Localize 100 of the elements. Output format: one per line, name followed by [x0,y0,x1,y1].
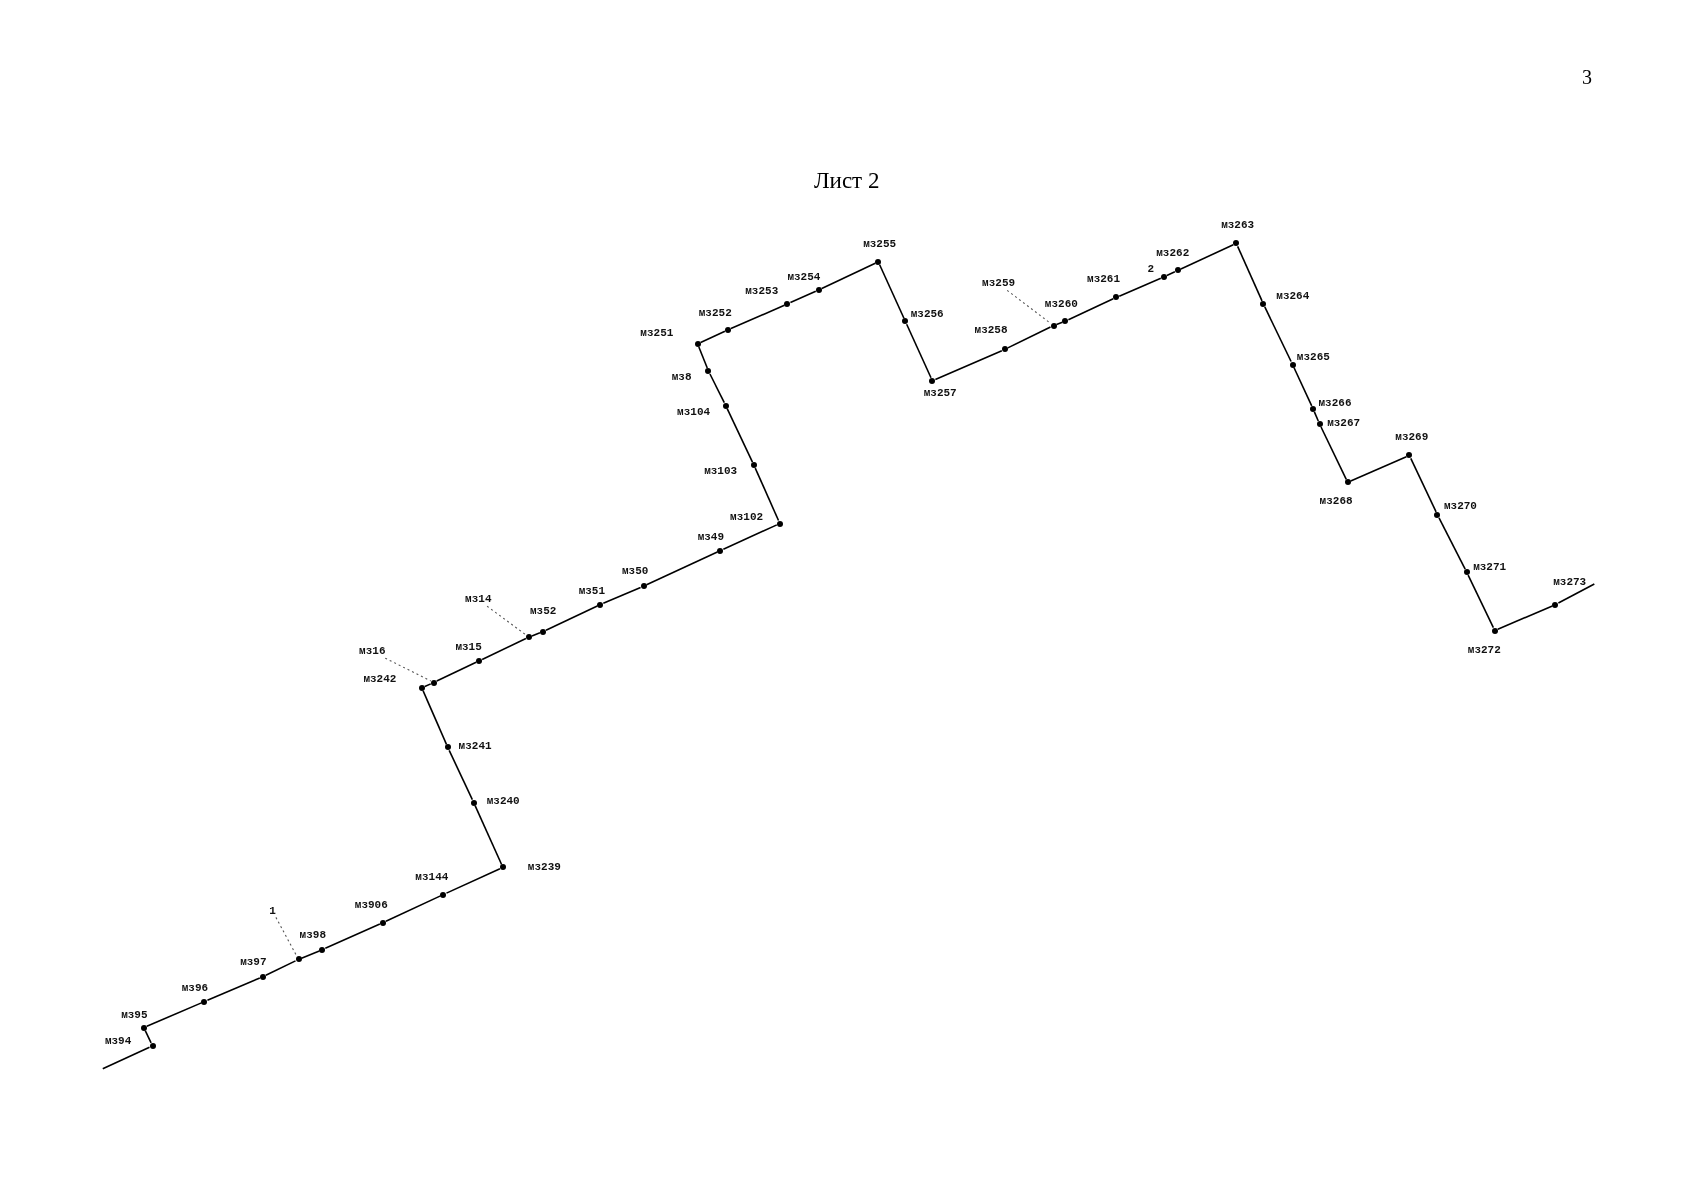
point-label: мз144 [415,871,449,885]
boundary-line [722,524,778,550]
point-label: мз16 [359,645,386,659]
boundary-line [481,637,527,661]
boundary-line [1497,605,1554,631]
boundary-line [1467,574,1495,629]
point-label: мз255 [863,238,897,252]
boundary-line [385,895,442,923]
point-label: мз51 [578,584,606,598]
point-label: мз14 [465,593,492,607]
boundary-line [146,1002,203,1028]
point-label: мз251 [640,327,674,341]
point-label: мз271 [1473,560,1507,574]
boundary-line [905,323,932,379]
boundary-line [144,1029,152,1044]
point-label: мз254 [787,270,821,284]
point-label: мз50 [621,565,649,579]
boundary-line [424,683,432,688]
boundary-line [448,749,474,801]
point-label: мз97 [240,955,267,969]
point-label: мз273 [1553,575,1587,589]
point-label: мз95 [121,1008,148,1022]
point-label: мз258 [974,323,1008,337]
point-label: мз241 [458,740,492,754]
point-label: мз253 [745,284,779,298]
boundary-line [445,868,501,894]
point-label: мз268 [1319,494,1353,508]
boundary-line [1067,298,1115,321]
boundary-line [878,263,905,320]
point-label: мз270 [1443,500,1477,514]
point-label: мз104 [677,406,711,420]
boundary-line [1557,583,1596,604]
point-label: мз267 [1327,416,1361,430]
leader-line [486,605,527,636]
boundary-line [101,1046,151,1070]
point-label: мз259 [982,277,1016,291]
page-number: 3 [1582,66,1592,89]
point-label: мз8 [671,371,692,385]
boundary-line [699,330,726,344]
boundary-line [206,977,261,1002]
point-label: мз49 [697,530,725,544]
boundary-line [1438,517,1466,570]
boundary-point [430,679,437,686]
point-label: мз252 [698,306,732,320]
boundary-line [1293,366,1313,407]
boundary-line [422,690,448,746]
point-label: мз266 [1318,397,1352,411]
boundary-line [698,346,709,369]
leader-line [275,916,298,957]
point-label: мз269 [1395,431,1429,444]
point-label: мз96 [181,981,209,995]
boundary-line [324,923,381,950]
boundary-line [531,632,541,637]
point-label: мз239 [527,861,561,875]
boundary-line [1264,306,1292,363]
point-label: мз52 [530,605,557,619]
boundary-line [709,373,726,404]
point-label: мз906 [354,899,388,913]
boundary-line [789,290,817,304]
point-label: мз257 [923,386,957,400]
point-label: 2 [1147,263,1155,277]
boundary-line [265,960,297,977]
boundary-line [754,467,780,522]
point-label: 1 [269,904,276,918]
point-label: мз240 [486,795,520,809]
boundary-line [1118,277,1162,297]
boundary-line [1313,411,1320,422]
point-label: мз265 [1296,350,1330,364]
boundary-line [1007,326,1052,349]
boundary-line [934,349,1003,381]
boundary-point [525,634,532,641]
boundary-line [1320,426,1348,481]
boundary-point [1050,322,1057,329]
boundary-point [295,956,302,963]
point-label: мз264 [1276,290,1310,304]
point-label: мз94 [104,1034,132,1048]
point-label: мз98 [299,928,326,942]
boundary-line [1349,455,1408,482]
point-label: мз263 [1221,219,1255,232]
boundary-line [726,407,754,463]
leader-line [384,657,432,682]
point-label: мз242 [363,673,397,687]
boundary-line [602,586,642,605]
boundary-line [545,605,599,632]
boundary-line [730,304,786,330]
leader-line [1006,289,1052,324]
boundary-line [300,950,321,959]
point-label: мз102 [730,511,764,524]
point-label: мз261 [1087,273,1121,287]
boundary-line [1410,457,1437,513]
point-label: мз272 [1467,644,1501,658]
point-label: мз262 [1156,247,1190,261]
point-label: мз256 [910,307,944,321]
boundary-line [474,804,503,866]
boundary-line [435,661,477,682]
point-label: мз260 [1044,297,1078,311]
boundary-line [1180,243,1235,270]
boundary-line [1166,271,1176,277]
point-label: мз15 [455,640,482,654]
boundary-line [821,262,877,290]
